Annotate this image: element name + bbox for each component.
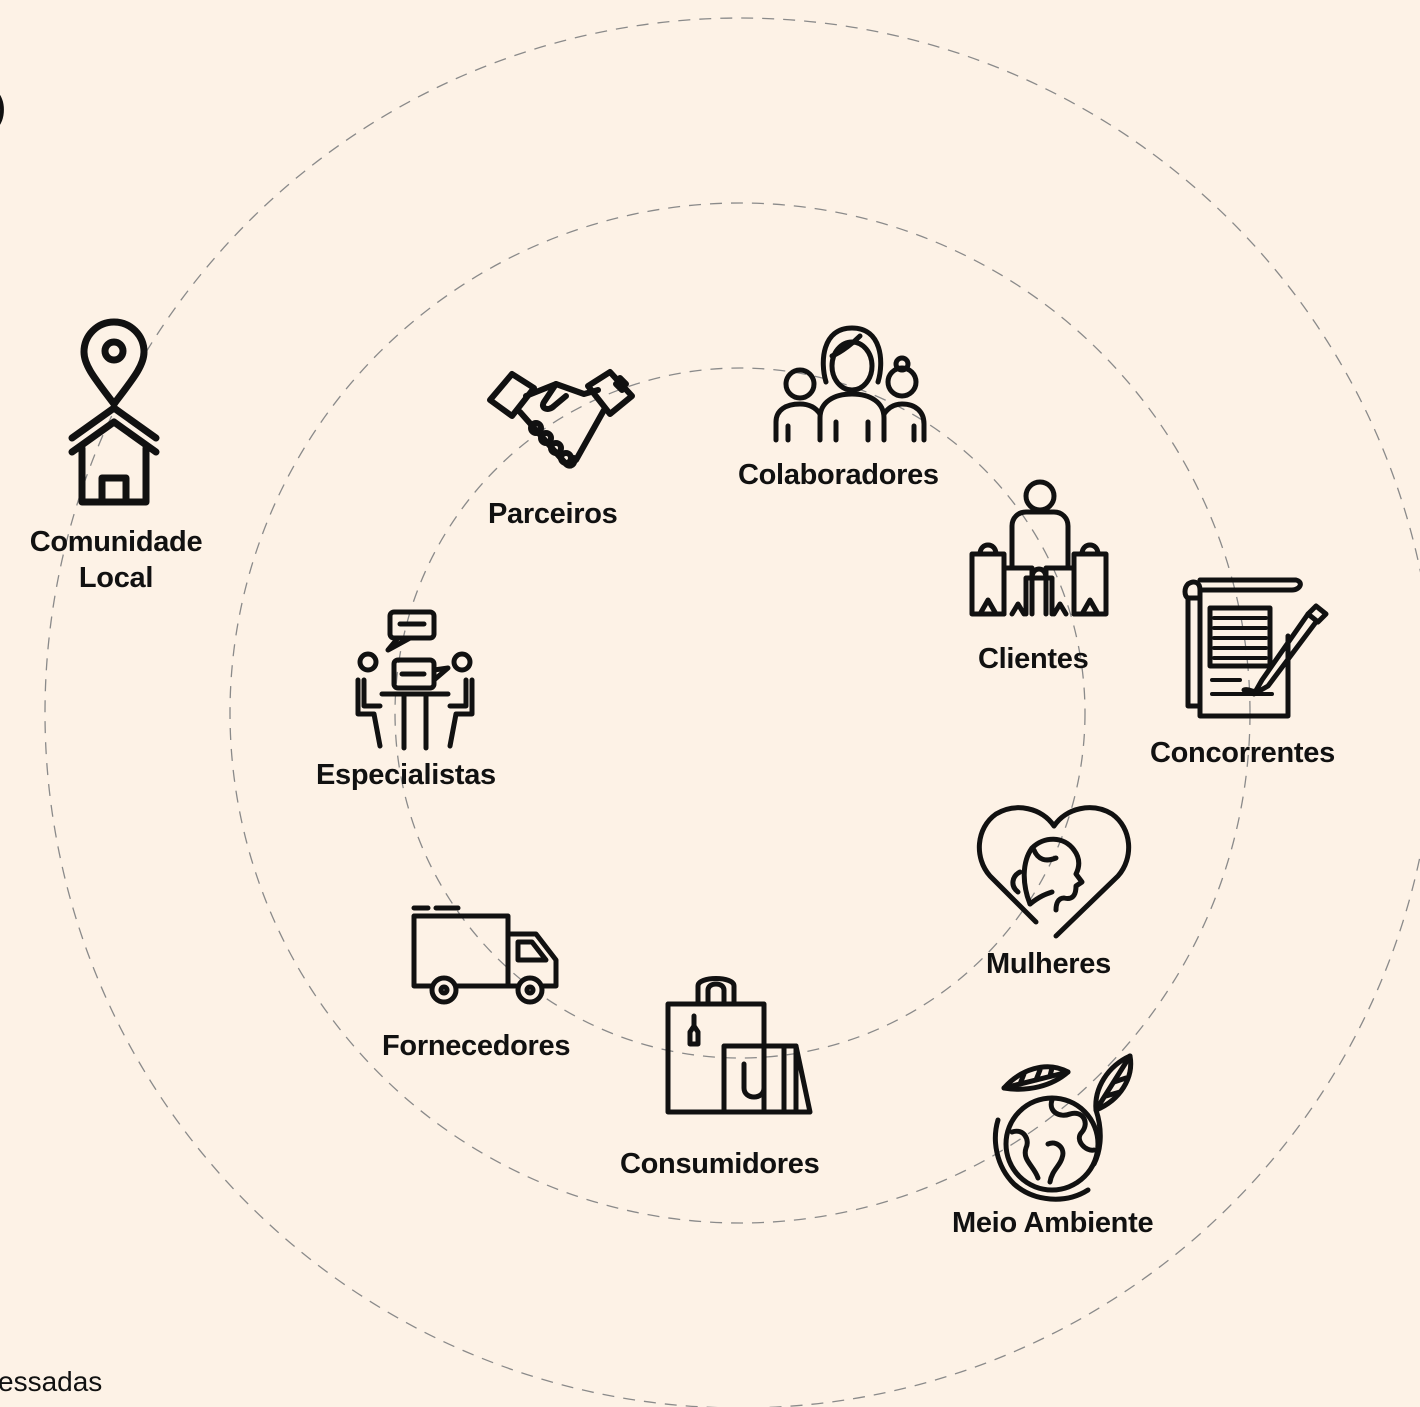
label-especialistas: Especialistas [316, 759, 496, 791]
label-fornecedores: Fornecedores [382, 1030, 571, 1062]
corner-fragment: ) [0, 82, 7, 132]
earth-leaves-icon [990, 1048, 1140, 1213]
label-parceiros: Parceiros [488, 498, 618, 530]
team-icon [770, 322, 930, 447]
label-clientes: Clientes [978, 643, 1089, 675]
caption-fragment: essadas [0, 1366, 103, 1397]
handshake-icon [486, 368, 636, 483]
label-comunidade-local: Comunidade Local [29, 526, 203, 594]
label-consumidores: Consumidores [620, 1148, 820, 1180]
meeting-chat-icon [352, 606, 478, 757]
label-colaboradores: Colaboradores [738, 459, 939, 491]
woman-heart-icon [972, 800, 1138, 945]
contract-pen-icon [1180, 576, 1330, 727]
shopping-bags-icon [664, 972, 816, 1125]
shopping-customers-icon [966, 478, 1112, 625]
label-concorrentes: Concorrentes [1150, 737, 1335, 769]
inner-ring [394, 367, 1086, 1059]
truck-icon [410, 894, 566, 1011]
label-meio-ambiente: Meio Ambiente [952, 1207, 1154, 1239]
middle-ring [229, 202, 1251, 1224]
location-home-icon [66, 318, 162, 515]
label-mulheres: Mulheres [986, 948, 1111, 980]
